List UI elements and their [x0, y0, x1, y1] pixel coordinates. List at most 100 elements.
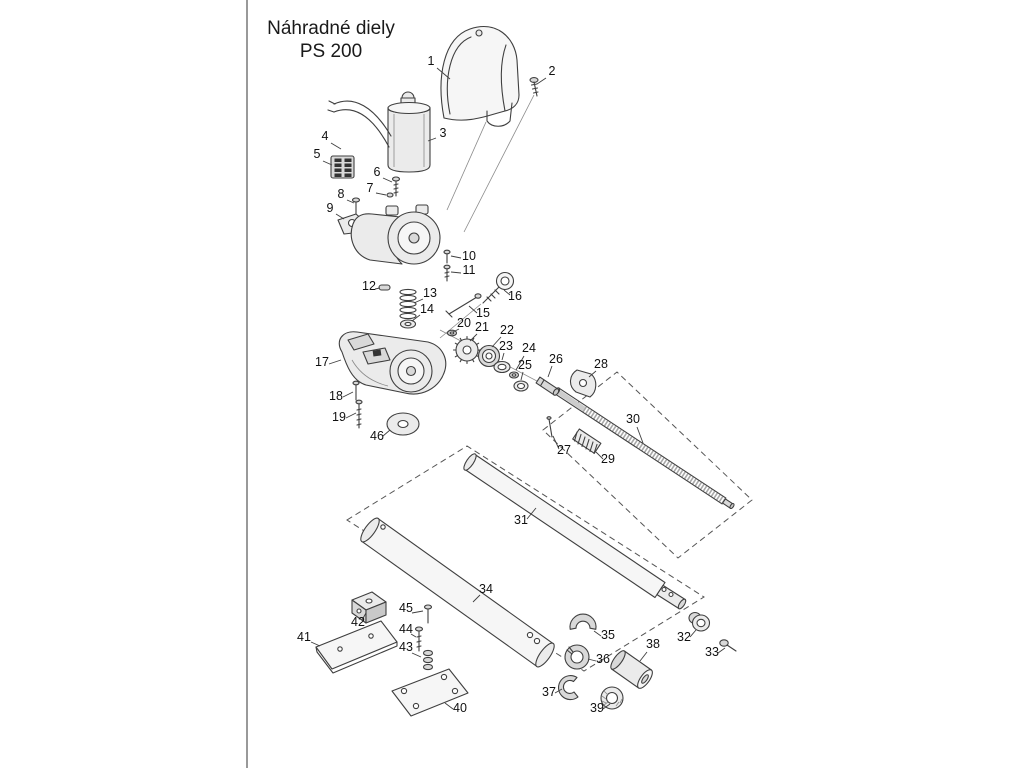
part-42-label: 42 — [351, 615, 365, 629]
part-32-label: 32 — [677, 630, 691, 644]
part-46-leader — [382, 429, 391, 437]
part-21-label: 21 — [475, 320, 489, 334]
part-13-leader — [413, 298, 424, 304]
part-44-leader — [410, 633, 417, 638]
angle-bracket-42 — [351, 591, 387, 624]
part-41-leader — [310, 641, 321, 647]
part-39-label: 39 — [590, 701, 604, 715]
mounting-plate-40 — [391, 668, 469, 717]
part-37-leader — [554, 688, 563, 694]
part-7-leader — [375, 192, 387, 196]
disc-46 — [386, 412, 420, 436]
part-23-leader — [501, 352, 505, 361]
part-1-leader — [436, 67, 451, 80]
part-27-leader — [552, 435, 560, 450]
part-9-leader — [335, 213, 345, 220]
clamp-half-37 — [558, 675, 579, 701]
part-25-label: 25 — [518, 358, 532, 372]
part-43-label: 43 — [399, 640, 413, 654]
part-13-label: 13 — [423, 286, 437, 300]
screw-11 — [443, 264, 451, 282]
part-45-label: 45 — [399, 601, 413, 615]
washer-24 — [508, 371, 520, 379]
part-24-leader — [515, 355, 525, 371]
cover-screw — [529, 77, 539, 97]
flat-plate-41 — [315, 620, 398, 674]
gearbox-housing — [350, 204, 441, 265]
part-33-leader — [717, 647, 726, 654]
connector-block — [330, 155, 355, 179]
screw-6 — [391, 176, 401, 197]
part-28-label: 28 — [594, 357, 608, 371]
clamp-ring-39 — [600, 686, 624, 710]
screw-8 — [351, 197, 361, 216]
part-35-label: 35 — [601, 628, 615, 642]
part-38-label: 38 — [646, 637, 660, 651]
part-9-label: 9 — [327, 201, 334, 215]
part-30-label: 30 — [626, 412, 640, 426]
rod-15 — [445, 293, 482, 318]
part-1-label: 1 — [428, 54, 435, 68]
part-19-leader — [345, 412, 357, 419]
screw-18 — [352, 380, 360, 401]
part-25-leader — [520, 371, 524, 381]
part-5-leader — [322, 160, 333, 166]
screw-19 — [355, 399, 363, 429]
part-21-leader — [469, 333, 478, 342]
screw-33 — [719, 639, 737, 652]
part-26-leader — [547, 365, 553, 378]
part-8-label: 8 — [338, 187, 345, 201]
part-39-leader — [602, 703, 611, 710]
part-34-label: 34 — [479, 582, 493, 596]
part-38-leader — [639, 651, 648, 662]
motor-wires — [327, 100, 392, 148]
bushing-32 — [688, 611, 711, 632]
outer-tube — [360, 517, 555, 668]
washer-14 — [399, 319, 417, 329]
pin-27 — [546, 416, 553, 438]
part-20-leader — [452, 328, 460, 333]
screw-45 — [423, 604, 433, 624]
part-20-label: 20 — [457, 316, 471, 330]
part-36-label: 36 — [596, 652, 610, 666]
part-44-label: 44 — [399, 622, 413, 636]
part-5-label: 5 — [314, 147, 321, 161]
part-45-leader — [411, 610, 424, 614]
part-34-leader — [472, 594, 481, 603]
clamp-ring-36 — [564, 644, 590, 670]
part-16-leader — [503, 289, 511, 296]
part-35-leader — [593, 630, 602, 637]
alignment-lines — [439, 94, 555, 391]
part-31-label: 31 — [514, 513, 528, 527]
diagram-title-line2: PS 200 — [300, 41, 362, 62]
part-28-leader — [588, 370, 597, 378]
part-11-label: 11 — [463, 263, 476, 277]
part-3-leader — [427, 137, 437, 142]
part-22-leader — [491, 336, 502, 348]
screw-10 — [443, 249, 451, 264]
part-17-label: 17 — [315, 355, 329, 369]
part-31-leader — [526, 507, 537, 520]
pin-12 — [378, 284, 391, 291]
part-10-label: 10 — [462, 249, 476, 263]
part-43-leader — [411, 652, 422, 658]
part-27-label: 27 — [557, 443, 571, 457]
washer-23 — [493, 360, 511, 374]
part-33-label: 33 — [705, 645, 719, 659]
part-18-leader — [342, 391, 354, 398]
part-14-label: 14 — [420, 302, 434, 316]
part-6-leader — [382, 177, 393, 183]
part-6-label: 6 — [374, 165, 381, 179]
bearing-22 — [477, 344, 501, 368]
screw-44 — [414, 626, 424, 652]
diagram-title-line1: Náhradné diely — [267, 18, 395, 39]
part-15-label: 15 — [476, 306, 490, 320]
part-2-label: 2 — [549, 64, 556, 78]
part-32-leader — [689, 629, 697, 638]
part-4-label: 4 — [322, 129, 329, 143]
clamp-half-35 — [569, 613, 597, 630]
part-23-label: 23 — [499, 339, 513, 353]
lower-housing — [338, 331, 447, 395]
part-36-leader — [587, 658, 597, 662]
